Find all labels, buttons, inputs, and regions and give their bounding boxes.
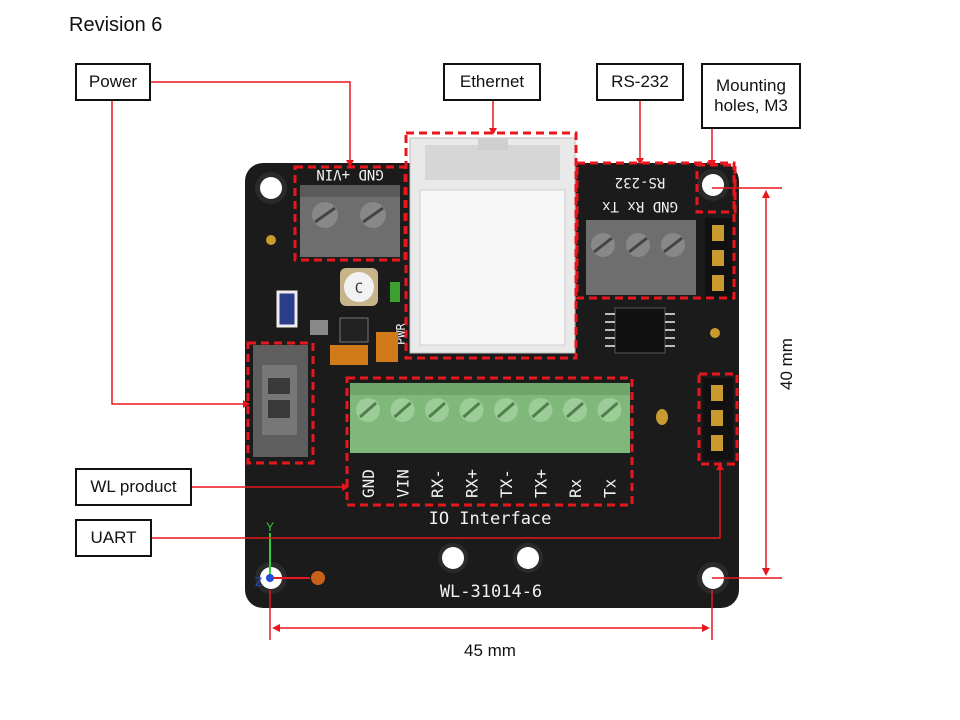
io-pin-label: TX- (497, 469, 516, 498)
rs232-transceiver-chip (605, 307, 675, 354)
rs232-highlight (575, 161, 736, 300)
io-screw-slot (462, 401, 481, 419)
dimension-width: 45 mm (464, 641, 516, 660)
axis-y-label: Y (266, 520, 274, 534)
io-terminal-block (350, 383, 630, 453)
io-pin-label: RX+ (463, 469, 482, 498)
io-screw-slot (531, 401, 550, 419)
io-pin-label: RX- (428, 469, 447, 498)
capacitor-label: C (355, 281, 363, 297)
switch-highlight (246, 341, 315, 465)
io-screw-slot (393, 401, 412, 419)
io-highlight (345, 376, 634, 507)
axis-z-label: Z (255, 575, 262, 589)
io-pin-label: GND (359, 469, 378, 498)
io-screw-slot (600, 401, 619, 419)
rs232-terminal-block (586, 220, 696, 295)
highlight-boxes (246, 131, 739, 507)
power-components (276, 268, 400, 365)
callout-uart: UART (75, 519, 152, 557)
leader-lines (111, 81, 782, 640)
ethernet-highlight (404, 131, 578, 360)
io-pin-labels: GND VIN RX- RX+ TX- TX+ Rx Tx (359, 469, 620, 498)
rs232-pin-header (705, 218, 733, 300)
power-silkscreen: GND +VIN (316, 166, 383, 182)
revision-title: Revision 6 (69, 14, 163, 36)
ethernet-jack (409, 137, 576, 354)
uart-highlight (697, 372, 739, 466)
io-pin-label: VIN (394, 469, 413, 498)
uart-pin-header (703, 378, 733, 460)
origin-axes (266, 533, 325, 585)
side-switch (253, 345, 308, 457)
io-screw-slot (497, 401, 515, 419)
arrowheads (243, 128, 770, 632)
io-screw-slot (566, 401, 584, 419)
callout-mounting-holes: Mounting holes, M3 (701, 63, 801, 129)
mounting-hole-highlight (695, 163, 737, 214)
io-pin-label: Tx (601, 478, 620, 498)
io-pin-label: Rx (566, 478, 585, 498)
callout-rs232: RS-232 (596, 63, 684, 101)
io-screw-slot (428, 401, 446, 419)
rs232-silk-title: RS-232 (615, 174, 666, 190)
io-screw-slot (359, 401, 377, 419)
io-pin-label: TX+ (532, 469, 551, 498)
power-terminal-block (300, 185, 400, 257)
io-interface-title: IO Interface (429, 509, 552, 529)
callout-wl-product: WL product (75, 468, 192, 506)
part-number: WL-31014-6 (440, 582, 542, 602)
callout-power: Power (75, 63, 151, 101)
callout-ethernet: Ethernet (443, 63, 541, 101)
dimension-height: 40 mm (777, 338, 796, 390)
rs232-silk-pins: GND Rx Tx (602, 198, 678, 214)
